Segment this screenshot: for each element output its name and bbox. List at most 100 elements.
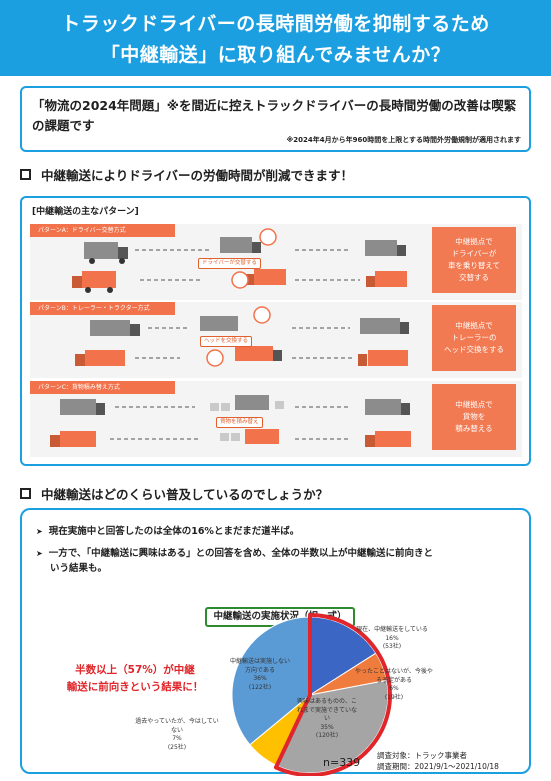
pattern-a-tag: パターンA：ドライバー交替方式 <box>30 224 175 237</box>
truck-icon <box>245 429 279 444</box>
truck-icon <box>220 237 261 253</box>
page-header: トラックドライバーの長時間労働を抑制するため 「中継輸送」に取り組んでみませんか… <box>0 0 551 76</box>
section1-title: 中継輸送によりドライバーの労働時間が削減できます！ <box>20 165 353 184</box>
pattern-a-side: 中継拠点で ドライバーが 車を乗り替えて 交替する <box>432 227 516 293</box>
pie-label-2: 興味はあるものの、これまで実施できていない 35% (120社) <box>297 698 357 741</box>
pie-highlight-outline <box>273 613 392 776</box>
truck-icon <box>200 316 238 331</box>
chevron-right-icon: ➤ <box>36 527 43 536</box>
pattern-c-tag: パターンC：貨物積み替え方式 <box>30 381 175 394</box>
section2-title-text: 中継輸送はどのくらい普及しているのでしょうか？ <box>41 487 329 502</box>
truck-icon <box>90 320 140 336</box>
pie-label-0: 現在、中継輸送をしている 16% (53社) <box>347 626 437 652</box>
cargo-box-icon <box>210 401 284 411</box>
pattern-a-illustration <box>72 228 407 293</box>
truck-icon <box>235 346 282 361</box>
callout-line: 輸送に前向きという結果に！ <box>66 681 204 693</box>
header-title-line2: 「中継輸送」に取り組んでみませんか？ <box>100 44 451 66</box>
side-line: 中継拠点で <box>455 400 493 409</box>
pie-label-text: 現在、中継輸送をしている <box>356 626 428 633</box>
pie-label-count: (120社) <box>315 732 339 739</box>
pie-label-percent: 36% <box>253 675 267 682</box>
truck-icon <box>245 269 286 285</box>
pie-label-percent: 16% <box>385 634 399 642</box>
pattern-c-side: 中継拠点で 貨物を 積み替える <box>432 384 516 450</box>
side-line: 車を乗り替えて <box>447 261 501 270</box>
pie-label-4: 中継輸送は実施しない方向である 36% (122社) <box>230 658 290 692</box>
truck-icon <box>365 431 411 447</box>
pie-label-text: やったことはないが、今後やる予定がある <box>355 668 433 684</box>
pie-label-percent: 7% <box>172 735 182 742</box>
intro-box: 「物流の2024年問題」※を間近に控えトラックドライバーの長時間労働の改善は喫緊… <box>20 86 531 152</box>
side-line: 中継拠点で <box>455 321 493 330</box>
pie-label-count: (19社) <box>384 693 404 701</box>
pie-label-percent: 6% <box>389 685 399 692</box>
truck-icon <box>365 399 410 415</box>
truck-icon <box>358 350 408 366</box>
truck-icon <box>235 395 269 410</box>
pie-label-count: (25社) <box>167 743 187 751</box>
stats-box: ➤ 現在実施中と回答したのは全体の16%とまだまだ道半ば。 ➤ 一方で、「中継輸送に… <box>20 508 531 776</box>
side-line: ヘッド交換をする <box>444 345 504 354</box>
pattern-b-chip: ヘッドを交換する <box>200 336 253 347</box>
sample-size: n=339 <box>323 756 361 769</box>
truck-icon <box>366 271 407 287</box>
survey-period: 調査期間：2021/9/1～2021/10/18 <box>377 762 499 771</box>
callout: 半数以上（57%）が中継 輸送に前向きという結果に！ <box>60 662 210 696</box>
patterns-box: [中継輸送の主なパターン] パターンA：ドライバー交替方式 ドライバーが交替する… <box>20 196 531 466</box>
truck-icon <box>84 242 128 264</box>
pie-slice <box>231 616 311 746</box>
driver-icon <box>206 349 224 367</box>
section2-title: 中継輸送はどのくらい普及しているのでしょうか？ <box>20 484 328 503</box>
truck-icon <box>72 271 116 293</box>
pie-label-3: 過去やっていたが、今はしていない 7% (25社) <box>135 718 219 752</box>
pattern-b-tag: パターンB：トレーラー・トラクター方式 <box>30 302 175 315</box>
pie-label-count: (53社) <box>382 643 402 650</box>
truck-icon <box>365 240 406 256</box>
pie-label-text: 中継輸送は実施しない方向である <box>230 658 291 674</box>
side-line: 交替する <box>459 273 489 282</box>
side-line: 貨物を <box>462 412 486 421</box>
pie-label-text: 興味はあるものの、これまで実施できていない <box>297 698 358 722</box>
truck-icon <box>75 350 125 366</box>
driver-icon <box>231 271 249 289</box>
pattern-c-illustration <box>50 395 411 447</box>
chevron-right-icon: ➤ <box>36 549 43 558</box>
intro-note: ※2024年4月から年960時間を上限とする時間外労働規制が適用されます <box>286 136 521 144</box>
intro-message: 「物流の2024年問題」※を間近に控えトラックドライバーの長時間労働の改善は喫緊… <box>32 98 517 133</box>
pie-label-count: (122社) <box>248 683 272 691</box>
truck-icon <box>50 431 96 447</box>
pattern-c: パターンC：貨物積み替え方式 貨物を積み替え 中継拠点で 貨物を 積み替える <box>30 381 522 457</box>
bullet-2-text: 一方で、「中継輸送に興味はある」との回答を含め、全体の半数以上が中継輸送に前向き… <box>48 548 433 559</box>
callout-line: 半数以上（57%）が中継 <box>75 664 195 676</box>
bullet-2-continued: いう結果も。 <box>50 563 108 574</box>
patterns-heading: [中継輸送の主なパターン] <box>32 207 139 217</box>
pie-chart <box>231 613 392 776</box>
pie-label-1: やったことはないが、今後やる予定がある 6% (19社) <box>354 668 434 702</box>
header-title-line1: トラックドライバーの長時間労働を抑制するため <box>61 13 490 35</box>
survey-info: 調査対象：トラック事業者 調査期間：2021/9/1～2021/10/18 <box>377 750 499 772</box>
survey-target: 調査対象：トラック事業者 <box>377 751 467 760</box>
side-line: 積み替える <box>455 424 493 433</box>
section1-title-text: 中継輸送によりドライバーの労働時間が削減できます！ <box>41 168 354 183</box>
pie-label-percent: 35% <box>320 723 334 731</box>
pattern-b-side: 中継拠点で トレーラーの ヘッド交換をする <box>432 305 516 371</box>
side-line: ドライバーが <box>451 249 497 258</box>
pie-slice <box>309 616 377 696</box>
bullet-1-text: 現在実施中と回答したのは全体の16%とまだまだ道半ば。 <box>48 526 300 537</box>
driver-icon <box>259 228 277 246</box>
pattern-a-chip: ドライバーが交替する <box>198 258 261 269</box>
pattern-b: パターンB：トレーラー・トラクター方式 ヘッドを交換する 中継拠点で トレーラー… <box>30 302 522 378</box>
truck-icon <box>60 399 105 415</box>
pattern-b-illustration <box>75 306 409 367</box>
side-line: 中継拠点で <box>455 237 493 246</box>
pattern-a: パターンA：ドライバー交替方式 ドライバーが交替する 中継拠点で ドライバーが … <box>30 224 522 300</box>
cargo-box-icon <box>220 433 240 441</box>
truck-icon <box>360 318 409 334</box>
driver-icon <box>253 306 271 324</box>
side-line: トレーラーの <box>451 333 497 342</box>
pie-slice <box>276 679 389 774</box>
pie-label-text: 過去やっていたが、今はしていない <box>135 718 219 734</box>
checkbox-square-icon <box>20 169 31 180</box>
bullet-2: ➤ 一方で、「中継輸送に興味はある」との回答を含め、全体の半数以上が中継輸送に前向… <box>36 546 433 561</box>
